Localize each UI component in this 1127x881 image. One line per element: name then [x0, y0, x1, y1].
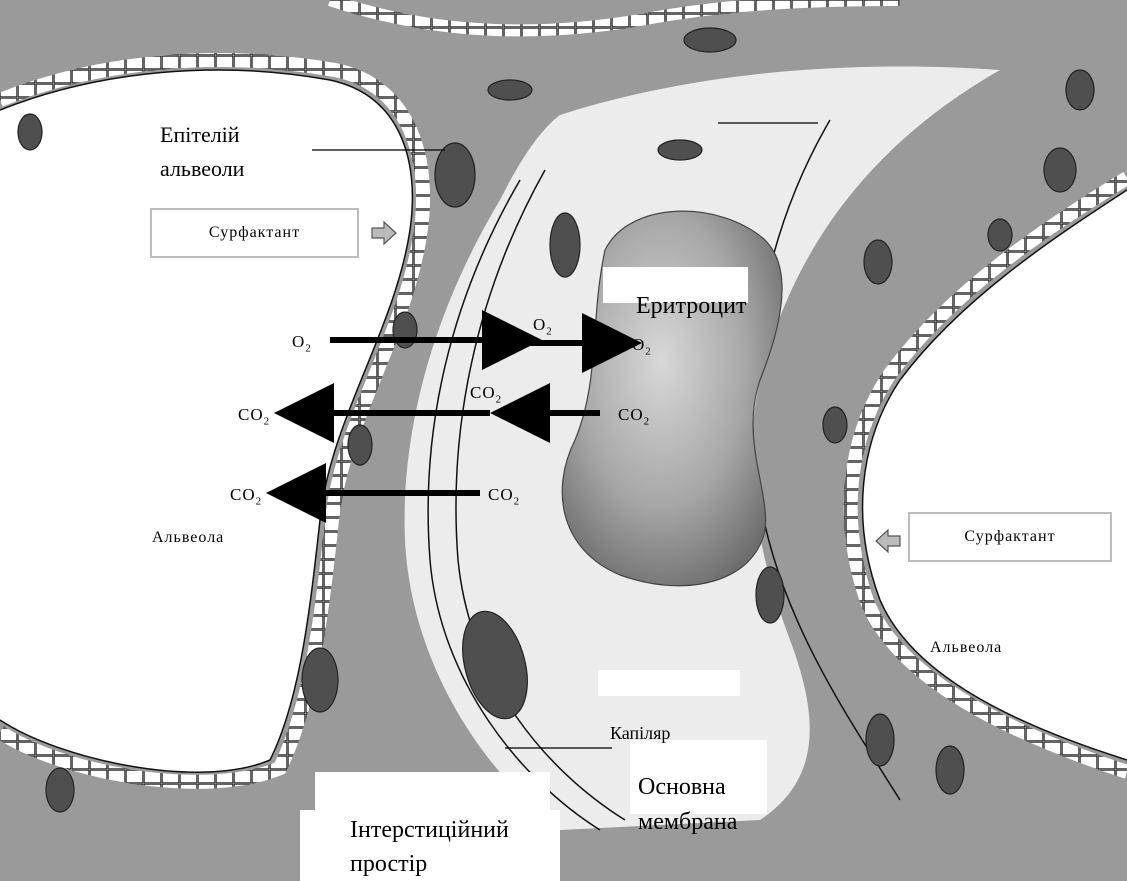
co2-top-left-label: CO2 — [238, 406, 270, 427]
o2-right-label: O2 — [632, 336, 652, 357]
co2-top-mid-label: CO2 — [470, 384, 502, 405]
o2-left-label: O2 — [292, 333, 312, 354]
epithelium-label-line2: альвеоли — [160, 158, 244, 180]
co2-bottom-left-label: CO2 — [230, 486, 262, 507]
co2-top-right-label: CO2 — [618, 406, 650, 427]
surfactant-right-box: Сурфактант — [908, 512, 1112, 562]
surfactant-left-box: Сурфактант — [150, 208, 359, 258]
capillary-label: Капіляр — [610, 724, 670, 742]
co2-bottom-right-label: CO2 — [488, 486, 520, 507]
basement-membrane-label-line1: Основна — [638, 775, 726, 799]
interstitial-label-line1: Інтерстиційний — [350, 818, 509, 842]
alveola-right-label: Альвеола — [930, 640, 1002, 656]
o2-mid-label: O2 — [533, 316, 553, 337]
epithelium-label-line1: Епітелій — [160, 124, 240, 146]
basement-membrane-label-line2: мембрана — [638, 810, 737, 834]
erythrocyte-label: Еритроцит — [636, 294, 746, 318]
alveola-left-label: Альвеола — [152, 530, 224, 546]
interstitial-label-line2: простір — [350, 852, 427, 876]
